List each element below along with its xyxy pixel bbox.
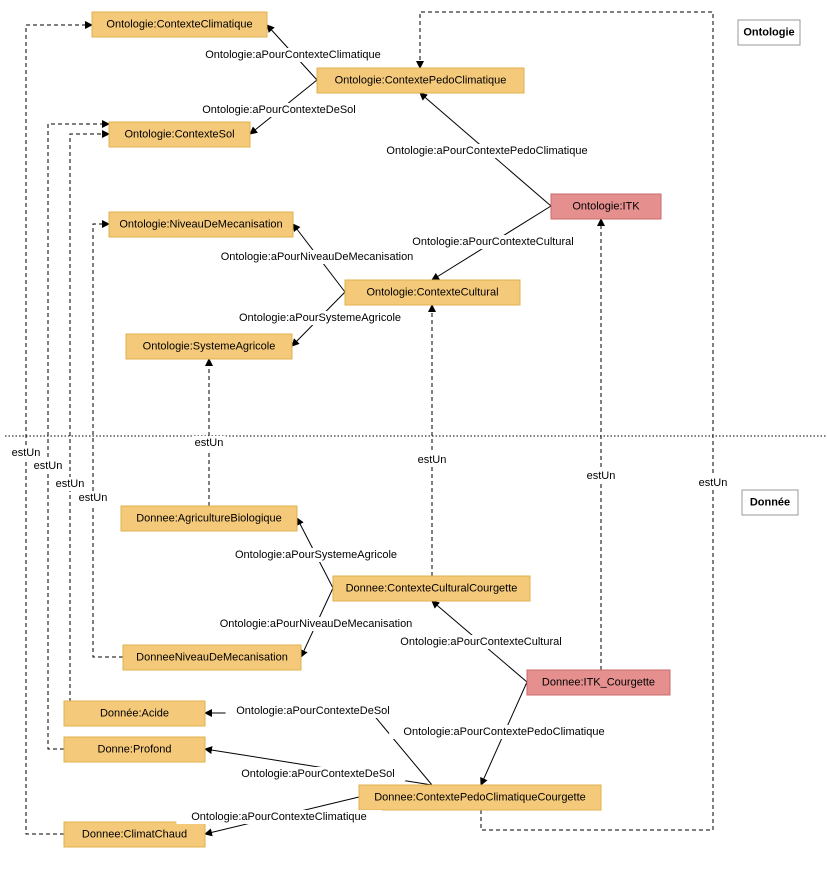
node-ctx-cult-c: Donnee:ContexteCulturalCourgette: [332, 575, 531, 602]
node-box: [63, 821, 206, 848]
node-box: [332, 575, 531, 602]
node-ctx-cult: Ontologie:ContexteCultural: [344, 279, 521, 306]
node-ctx-sol: Ontologie:ContexteSol: [108, 121, 251, 148]
node-label: Ontologie:ContextePedoClimatique: [335, 75, 507, 87]
node-label: Ontologie:NiveauDeMecanisation: [119, 219, 282, 231]
edge-label-background: [230, 767, 406, 781]
edge-label: estUn: [79, 492, 108, 504]
node-label: Donnee:ITK_Courgette: [542, 677, 655, 689]
node-niveau: Ontologie:NiveauDeMecanisation: [108, 211, 294, 238]
node-itk: Ontologie:ITK: [550, 193, 662, 220]
edge-label: Ontologie:aPourContexteDeSol: [202, 104, 355, 116]
node-itk-c: Donnee:ITK_Courgette: [526, 669, 671, 696]
node-label: Donnee:AgricultureBiologique: [136, 513, 282, 525]
node-label: Ontologie:SystemeAgricole: [143, 341, 276, 353]
edge-niveau_d-to-niveau: [92, 220, 123, 658]
edge-label-background: [695, 476, 731, 490]
node-box: [91, 11, 268, 38]
edge-label: Ontologie:aPourContexteDeSol: [241, 768, 394, 780]
edge-label: Ontologie:aPourContexteClimatique: [205, 49, 381, 61]
node-label: Ontologie:ContexteClimatique: [106, 19, 252, 31]
node-box: [316, 67, 525, 94]
node-label: Ontologie:ContexteCultural: [366, 287, 498, 299]
edge-label: Ontologie:aPourContextePedoClimatique: [403, 726, 604, 738]
data-badge-label: Donnée: [750, 497, 790, 509]
ontology-badge: Ontologie: [737, 19, 801, 46]
node-ctx-pedo: Ontologie:ContextePedoClimatique: [316, 67, 525, 94]
edge-label: Ontologie:aPourContextePedoClimatique: [386, 145, 587, 157]
edge-label-background: [222, 548, 410, 562]
node-ctx-clim: Ontologie:ContexteClimatique: [91, 11, 268, 38]
node-box: [108, 121, 251, 148]
node-box: [63, 700, 206, 727]
edge-label: estUn: [56, 478, 85, 490]
node-label: DonneeNiveauDeMecanisation: [136, 652, 288, 664]
node-box: [550, 193, 662, 220]
data-badge: Donnée: [741, 489, 799, 516]
node-acide: Donnée:Acide: [63, 700, 206, 727]
node-profond: Donne:Profond: [63, 736, 206, 763]
node-box: [63, 736, 206, 763]
node-label: Donnee:ContextePedoClimatiqueCourgette: [374, 792, 586, 804]
edge-label-background: [372, 144, 602, 158]
node-box: [122, 644, 302, 671]
edge-label: estUn: [34, 460, 63, 472]
edge-label: estUn: [418, 454, 447, 466]
edge-label-background: [583, 469, 619, 483]
node-climat-chaud: Donnee:ClimatChaud: [63, 821, 206, 848]
ontology-badge-label: Ontologie: [743, 27, 794, 39]
node-box: [108, 211, 294, 238]
edge-label-background: [191, 436, 227, 450]
edge-climat_chaud-to-ctx_clim: [25, 21, 93, 835]
edge-label: Ontologie:aPourContexteCultural: [400, 636, 561, 648]
edge-label: Ontologie:aPourSystemeAgricole: [235, 549, 397, 561]
edge-label-background: [225, 704, 401, 718]
node-box: [344, 279, 521, 306]
node-pedo-c: Donnee:ContextePedoClimatiqueCourgette: [358, 784, 602, 811]
edge-label-background: [226, 311, 414, 325]
edge-label-background: [396, 235, 590, 249]
edge-label-background: [389, 725, 619, 739]
edge-label-background: [190, 48, 396, 62]
node-label: Donne:Profond: [98, 744, 172, 756]
node-box: [125, 333, 293, 360]
edge-label: Ontologie:aPourNiveauDeMecanisation: [221, 251, 414, 263]
node-box: [526, 669, 671, 696]
edge-label: estUn: [195, 437, 224, 449]
edge-profond-to-ctx_sol: [47, 120, 110, 750]
edge-label-background: [30, 459, 66, 473]
node-label: Donnée:Acide: [100, 708, 169, 720]
edge-label-background: [52, 477, 88, 491]
node-label: Donnee:ContexteCulturalCourgette: [346, 583, 518, 595]
edge-label-background: [384, 635, 578, 649]
edge-label: estUn: [699, 477, 728, 489]
node-label: Ontologie:ITK: [572, 201, 640, 213]
node-label: Donnee:ClimatChaud: [82, 829, 187, 841]
edge-pedo_c-to-ctx_pedo: [416, 11, 714, 831]
edge-labels-layer: Ontologie:aPourContexteClimatiqueOntolog…: [8, 48, 731, 824]
edge-label: Ontologie:aPourNiveauDeMecanisation: [220, 618, 413, 630]
edge-label: Ontologie:aPourContexteClimatique: [191, 811, 367, 823]
edge-label: Ontologie:aPourContexteCultural: [412, 236, 573, 248]
edge-acide-to-ctx_sol: [69, 130, 110, 702]
node-box: [358, 784, 602, 811]
edge-label-background: [75, 491, 111, 505]
nodes-layer: Ontologie:ContexteClimatiqueOntologie:Co…: [63, 11, 671, 848]
node-box: [120, 505, 298, 532]
edge-label: estUn: [12, 447, 41, 459]
edge-label-background: [207, 617, 425, 631]
node-niveau-d: DonneeNiveauDeMecanisation: [122, 644, 302, 671]
edge-label-background: [8, 446, 44, 460]
edge-label-background: [414, 453, 450, 467]
edge-label: Ontologie:aPourContexteDeSol: [236, 705, 389, 717]
node-sys-agri: Ontologie:SystemeAgricole: [125, 333, 293, 360]
node-label: Ontologie:ContexteSol: [124, 129, 234, 141]
node-agri-bio: Donnee:AgricultureBiologique: [120, 505, 298, 532]
edge-label-background: [191, 103, 367, 117]
edge-label: Ontologie:aPourSystemeAgricole: [239, 312, 401, 324]
edge-label: estUn: [587, 470, 616, 482]
edge-label-background: [208, 250, 426, 264]
edge-label-background: [176, 810, 382, 824]
